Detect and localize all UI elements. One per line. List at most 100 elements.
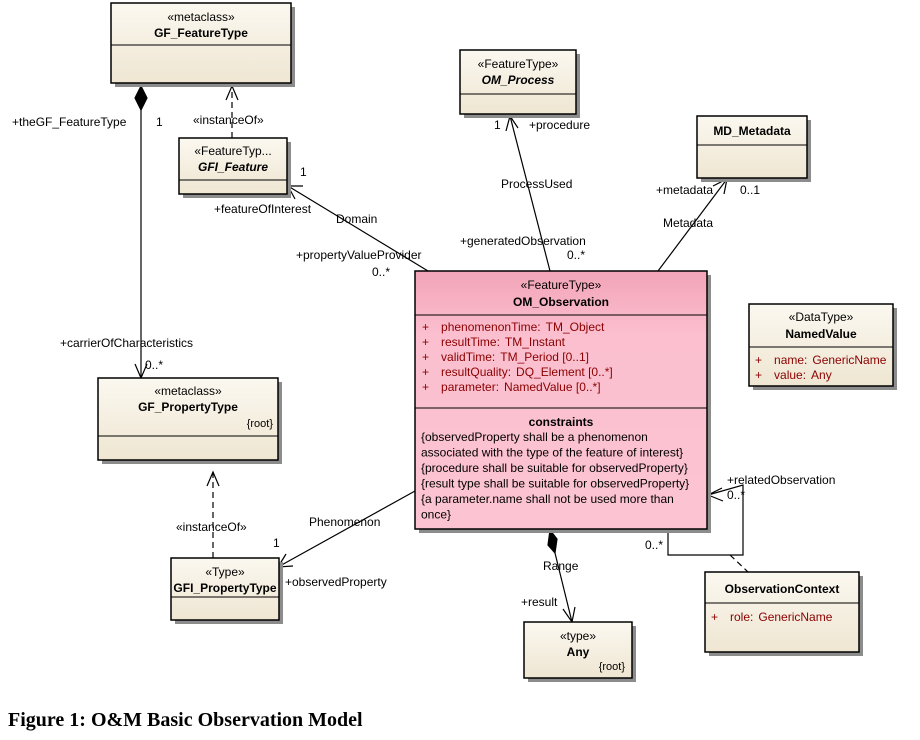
stereotype-label: «Type» [205, 565, 245, 579]
stereotype-label: «DataType» [789, 310, 854, 324]
class-observationcontext[interactable]: ObservationContext +role:GenericName [704, 571, 863, 656]
attribute-name: resultQuality: [441, 365, 511, 379]
attribute-visibility: + [422, 335, 429, 349]
association-name-label: Range [543, 559, 579, 573]
stereotype-label: «instanceOf» [193, 113, 264, 127]
class-name: OM_Process [482, 73, 555, 87]
class-md-metadata[interactable]: MD_Metadata [696, 115, 811, 182]
multiplicity-label: 0..* [727, 488, 745, 502]
role-label: +generatedObservation [460, 234, 586, 248]
multiplicity-label: 1 [494, 118, 501, 132]
attribute-row: + validTime: TM_Period [0..1] [422, 350, 589, 364]
attribute-visibility: + [422, 320, 429, 334]
class-gfi-feature[interactable]: «FeatureTyp... GFI_Feature [178, 137, 291, 198]
association-name-label: ProcessUsed [501, 177, 572, 191]
multiplicity-label: 0..* [145, 358, 163, 372]
attribute-row: + phenomenonTime: TM_Object [422, 320, 605, 334]
multiplicity-label: 1 [156, 115, 163, 129]
role-label: +procedure [529, 118, 590, 132]
constraint-line: {result type shall be suitable for obser… [421, 477, 689, 491]
multiplicity-label: 0..* [567, 248, 585, 262]
constraint-line: {a parameter.name shall not be used more… [421, 492, 674, 506]
attribute-visibility: + [711, 610, 718, 624]
role-label: +observedProperty [285, 575, 387, 589]
attribute-row: + resultTime: TM_Instant [422, 335, 566, 349]
attribute-visibility: + [755, 368, 762, 382]
stereotype-label: «FeatureTyp... [194, 144, 271, 158]
class-name: MD_Metadata [713, 124, 791, 138]
stereotype-label: «FeatureType» [521, 278, 602, 292]
attribute-row: + name: GenericName [755, 353, 887, 367]
class-name: NamedValue [785, 327, 857, 341]
multiplicity-label: 0..* [372, 265, 390, 279]
role-label: +metadata [656, 183, 713, 197]
association-name-label: Metadata [663, 216, 713, 230]
role-label: +featureOfInterest [214, 202, 312, 216]
role-label: +carrierOfCharacteristics [60, 336, 193, 350]
class-om-observation[interactable]: «FeatureType» OM_Observation + phenomenon… [414, 270, 711, 533]
stereotype-label: «FeatureType» [478, 57, 559, 71]
attribute-type: TM_Period [0..1] [500, 350, 589, 364]
attribute-visibility: + [422, 350, 429, 364]
class-namedvalue[interactable]: «DataType» NamedValue +name:GenericName+… [748, 303, 897, 390]
attribute-type: NamedValue [0..*] [504, 380, 601, 394]
attribute-visibility: + [422, 365, 429, 379]
attribute-visibility: + [755, 353, 762, 367]
composition-featuretype-propertytype [134, 84, 148, 380]
root-tag: {root} [599, 661, 626, 673]
role-label: +relatedObservation [727, 473, 835, 487]
attribute-name: parameter: [441, 380, 499, 394]
class-name: GFI_PropertyType [173, 581, 276, 595]
constraint-line: {observedProperty shall be a phenomenon [421, 430, 648, 444]
class-name: Any [567, 645, 590, 659]
class-name: ObservationContext [725, 582, 840, 596]
class-name: GFI_Feature [198, 160, 268, 174]
association-name-label: Domain [336, 212, 377, 226]
attribute-row: +value:Any [755, 368, 832, 382]
constraint-line: associated with the type of the feature … [421, 446, 683, 460]
class-name: GF_FeatureType [154, 26, 248, 40]
role-label: +result [521, 595, 558, 609]
class-gfi-propertytype[interactable]: «Type» GFI_PropertyType [170, 557, 283, 624]
stereotype-label: «metaclass» [154, 384, 222, 398]
attribute-row: + parameter: NamedValue [0..*] [422, 380, 601, 394]
class-gf-propertytype[interactable]: «metaclass» GF_PropertyType {root} [97, 377, 282, 464]
attribute-name: phenomenonTime: [441, 320, 541, 334]
attribute-row: +role:GenericName [711, 610, 833, 624]
uml-diagram: «metaclass» GF_FeatureType «FeatureTyp..… [12, 2, 897, 682]
attribute-row: +resultQuality:DQ_Element [0..*] [422, 365, 613, 379]
attribute-name: resultTime: [441, 335, 500, 349]
class-gf-featuretype[interactable]: «metaclass» GF_FeatureType [110, 2, 295, 87]
observationcontext-link [729, 554, 749, 573]
constraint-line: once} [421, 508, 451, 522]
attribute-visibility: + [422, 380, 429, 394]
class-name: OM_Observation [513, 295, 609, 309]
stereotype-label: «metaclass» [167, 10, 235, 24]
multiplicity-label: 1 [273, 536, 280, 550]
attribute-name: role: [730, 610, 753, 624]
attribute-name: name: [774, 353, 807, 367]
instanceof-propertytype-dependency [206, 470, 220, 558]
stereotype-label: «instanceOf» [176, 520, 247, 534]
class-name: GF_PropertyType [138, 400, 238, 414]
constraint-line: {procedure shall be suitable for observe… [421, 461, 688, 475]
figure-caption: Figure 1: O&M Basic Observation Model [8, 709, 363, 731]
class-om-process[interactable]: «FeatureType» OM_Process [459, 49, 580, 118]
class-any[interactable]: «type» Any {root} [523, 621, 636, 682]
multiplicity-label: 1 [300, 165, 307, 179]
root-tag: {root} [247, 418, 274, 430]
attribute-type: Any [811, 368, 832, 382]
role-label: +theGF_FeatureType [12, 115, 127, 129]
attribute-type: TM_Object [546, 320, 605, 334]
attribute-name: validTime: [441, 350, 495, 364]
association-name-label: Phenomenon [309, 515, 380, 529]
role-label: +propertyValueProvider [296, 248, 422, 262]
multiplicity-label: 0..1 [740, 183, 760, 197]
constraints-title: constraints [529, 415, 594, 429]
attribute-type: GenericName [812, 353, 886, 367]
attribute-type: TM_Instant [505, 335, 566, 349]
multiplicity-label: 0..* [645, 538, 663, 552]
phenomenon-association [276, 490, 416, 568]
instanceof-feature-dependency [225, 84, 239, 138]
stereotype-label: «type» [560, 629, 596, 643]
